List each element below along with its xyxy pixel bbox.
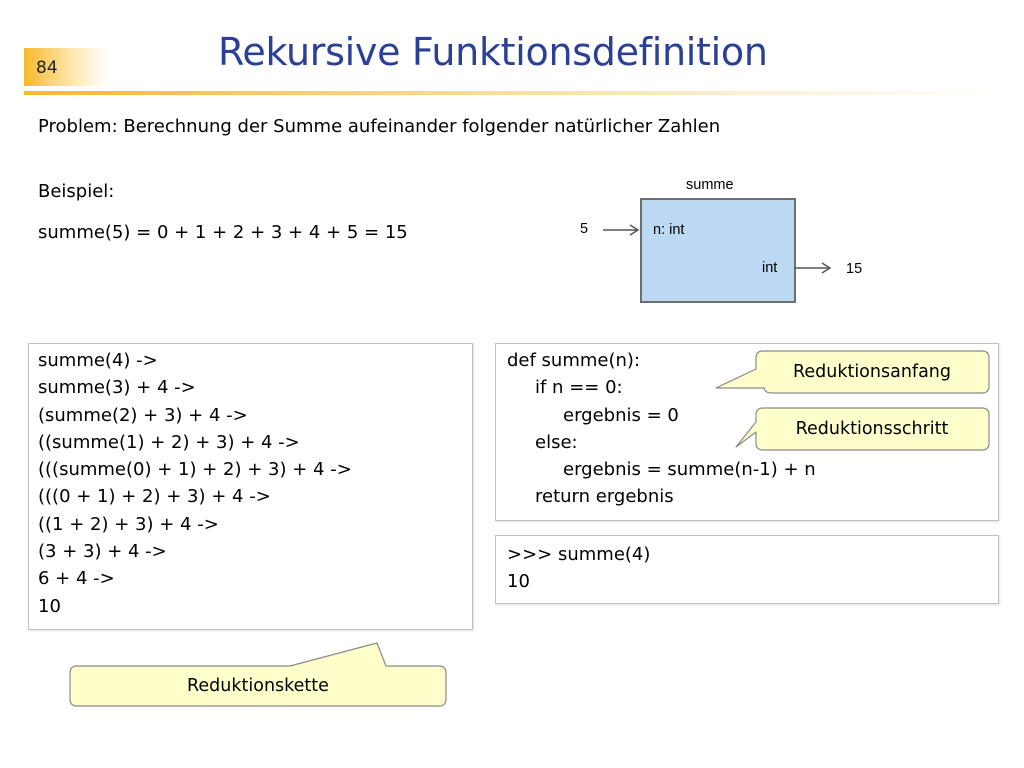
diagram-return-type: int <box>762 260 778 276</box>
chain-line: summe(3) + 4 -> <box>38 377 196 399</box>
example-equation: summe(5) = 0 + 1 + 2 + 3 + 4 + 5 = 15 <box>38 222 408 243</box>
repl-line: >>> summe(4) <box>507 544 651 565</box>
chain-line: ((summe(1) + 2) + 3) + 4 -> <box>38 431 300 453</box>
reduction-chain: summe(4) -> summe(3) + 4 -> (summe(2) + … <box>38 347 352 620</box>
function-box <box>640 198 796 303</box>
diagram-input-value: 5 <box>580 221 589 237</box>
callout-reduktionskette: Reduktionskette <box>187 676 329 696</box>
output-arrow-head <box>821 262 832 274</box>
diagram-output-value: 15 <box>846 261 863 277</box>
problem-statement: Problem: Berechnung der Summe aufeinande… <box>38 116 721 137</box>
input-arrow-head <box>629 224 640 236</box>
code-line: ergebnis = summe(n-1) + n <box>563 459 816 481</box>
example-label: Beispiel: <box>38 181 115 202</box>
code-line: else: <box>535 431 578 453</box>
chain-line: ((1 + 2) + 3) + 4 -> <box>38 513 219 535</box>
diagram-parameter: n: int <box>653 222 685 238</box>
reduction-chain-box <box>28 343 473 630</box>
chain-line: (summe(2) + 3) + 4 -> <box>38 404 248 426</box>
chain-line: 10 <box>38 595 61 617</box>
page-number-badge <box>24 48 108 86</box>
code-line: if n == 0: <box>535 377 623 399</box>
callout-reduktionsschritt: Reduktionsschritt <box>795 419 949 439</box>
repl-line: 10 <box>507 571 530 593</box>
repl-box <box>495 535 999 604</box>
slide-title: Rekursive Funktionsdefinition <box>218 30 768 74</box>
repl-output: >>> summe(4) 10 <box>507 541 650 596</box>
code-line: ergebnis = 0 <box>563 404 679 426</box>
chain-line: 6 + 4 -> <box>38 568 115 590</box>
diagram-function-name: summe <box>686 177 734 193</box>
code-listing: def summe(n): if n == 0: ergebnis = 0 el… <box>507 347 816 511</box>
callout-reduktionsanfang: Reduktionsanfang <box>792 362 951 382</box>
title-underline <box>24 91 1000 95</box>
code-line: def summe(n): <box>507 350 641 371</box>
chain-line: summe(4) -> <box>38 350 158 371</box>
callout-reduktionskette-bubble <box>69 642 447 707</box>
chain-line: (((0 + 1) + 2) + 3) + 4 -> <box>38 486 271 508</box>
chain-line: (((summe(0) + 1) + 2) + 3) + 4 -> <box>38 459 352 481</box>
code-line: return ergebnis <box>535 486 674 508</box>
page-number: 84 <box>36 58 58 78</box>
chain-line: (3 + 3) + 4 -> <box>38 541 167 563</box>
